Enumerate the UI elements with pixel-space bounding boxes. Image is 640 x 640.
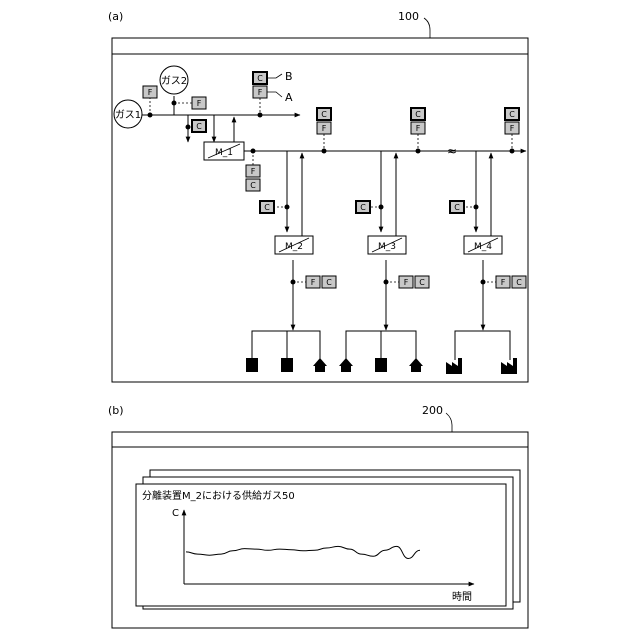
- sensor-c-label: C: [264, 203, 270, 212]
- chart-x-label: 時間: [452, 591, 472, 603]
- sensor-c-label: C: [516, 278, 522, 287]
- sensor-f-label: F: [311, 278, 316, 287]
- sensor-c-label: C: [257, 74, 263, 83]
- figure-a-ref-number: 100: [398, 10, 419, 23]
- sensor-f-label: F: [322, 124, 327, 133]
- figure-a-label: (a): [108, 10, 123, 23]
- sensor-f-label: F: [404, 278, 409, 287]
- sensor-c-label: C: [360, 203, 366, 212]
- separator-m2: M_2: [275, 236, 313, 254]
- sensor-f-label: F: [197, 99, 202, 108]
- line-break-mark: ≈: [447, 144, 457, 158]
- building-icon: [246, 358, 258, 372]
- separator-m4-label: M_4: [474, 242, 492, 252]
- sensor-c-label: C: [419, 278, 425, 287]
- sensor-f-label: F: [251, 167, 256, 176]
- separator-m1-label: M_1: [215, 148, 233, 158]
- sensor-c-label: C: [196, 122, 202, 131]
- sensor-c-label: C: [509, 110, 515, 119]
- gas-source-1-label: ガス1: [115, 109, 141, 121]
- sensor-f-label: F: [416, 124, 421, 133]
- separator-m2-label: M_2: [285, 242, 303, 252]
- callout-b: B: [285, 70, 293, 83]
- callout-a: A: [285, 91, 293, 104]
- sensor-f-label: F: [510, 124, 515, 133]
- chart-title: 分離装置M_2における供給ガス50: [142, 489, 295, 502]
- sensor-f-label: F: [501, 278, 506, 287]
- sensor-c-label: C: [415, 110, 421, 119]
- figure-b-label: (b): [108, 404, 124, 417]
- sensor-c-label: C: [326, 278, 332, 287]
- sensor-c-label: C: [250, 181, 256, 190]
- gas-source-2: ガス2: [160, 66, 188, 94]
- sensor-f-label: F: [148, 88, 153, 97]
- sensor-c-label: C: [454, 203, 460, 212]
- building-icon: [375, 358, 387, 372]
- sensor-c-label: C: [321, 110, 327, 119]
- figure-b-ref-number: 200: [422, 404, 443, 417]
- separator-m3-label: M_3: [378, 242, 396, 252]
- separator-m1: M_1: [204, 142, 244, 160]
- gas-source-2-label: ガス2: [161, 75, 187, 87]
- chart-card: [136, 484, 506, 606]
- gas-source-1: ガス1: [114, 100, 142, 128]
- building-icon: [281, 358, 293, 372]
- separator-m3: M_3: [368, 236, 406, 254]
- sensor-f-label: F: [258, 88, 263, 97]
- separator-m4: M_4: [464, 236, 502, 254]
- chart-y-label: C: [172, 508, 179, 519]
